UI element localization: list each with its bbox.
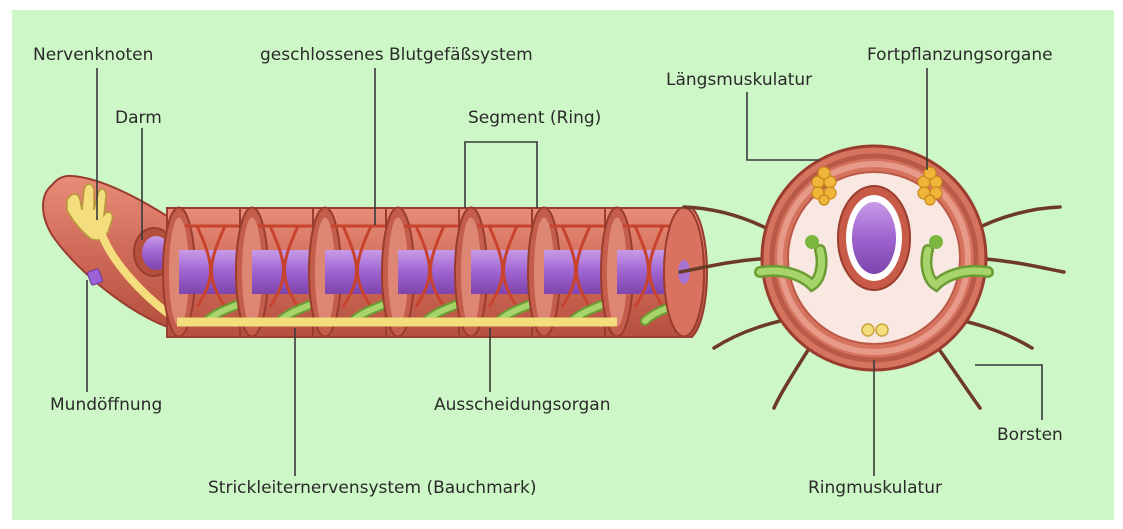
label-strickleiternervensystem: Strickleiternervensystem (Bauchmark) bbox=[208, 478, 537, 498]
label-nervenknoten: Nervenknoten bbox=[33, 45, 153, 65]
earthworm-illustration bbox=[12, 10, 1114, 520]
label-borsten: Borsten bbox=[997, 425, 1063, 445]
label-ringmuskulatur: Ringmuskulatur bbox=[808, 478, 942, 498]
label-laengsmuskulatur: Längsmuskulatur bbox=[666, 70, 812, 90]
ventral-nerve-left bbox=[862, 324, 874, 336]
label-blutgefaesssystem: geschlossenes Blutgefäßsystem bbox=[260, 45, 533, 65]
label-ausscheidungsorgan: Ausscheidungsorgan bbox=[434, 395, 610, 415]
label-darm: Darm bbox=[115, 108, 162, 128]
label-fortpflanzungsorgane: Fortpflanzungsorgane bbox=[867, 45, 1053, 65]
gut-lumen bbox=[852, 202, 896, 274]
label-segment: Segment (Ring) bbox=[468, 108, 601, 128]
label-mundoeffnung: Mundöffnung bbox=[50, 395, 162, 415]
worm-cross-section bbox=[680, 146, 1064, 408]
diagram-area: Nervenknoten Darm geschlossenes Blutgefä… bbox=[12, 10, 1114, 520]
ventral-nerve-right bbox=[876, 324, 888, 336]
